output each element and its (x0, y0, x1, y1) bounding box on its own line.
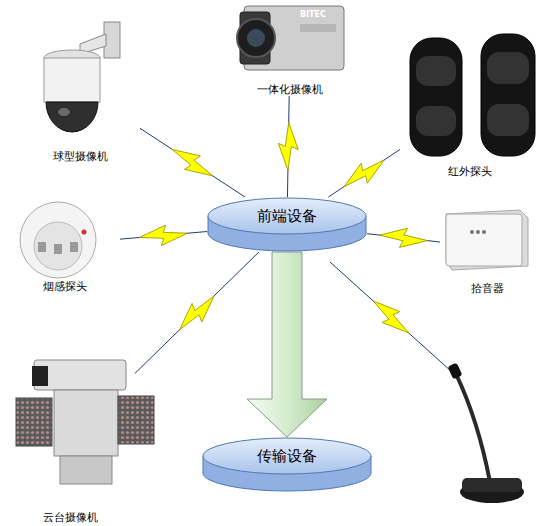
equipment-disc: 传输设备 (202, 437, 372, 492)
ptz-camera-part (60, 456, 112, 484)
lightning-link (278, 96, 298, 197)
microphone-part (373, 301, 409, 333)
link-line (140, 128, 245, 197)
infrared-detector-part (481, 34, 535, 156)
infrared-detector-part (487, 104, 529, 136)
ptz-camera-part (16, 398, 52, 446)
lightning-link (120, 225, 207, 245)
text-holder: 传输设备 (202, 437, 372, 475)
device-node: 一体化摄像机 (232, 0, 348, 96)
link-line (135, 252, 259, 373)
ptz-camera-part (118, 396, 154, 444)
disc-outline-part (203, 438, 371, 474)
text-holder: 前端设备 (207, 197, 367, 235)
link-line (328, 149, 400, 197)
text-holder: 红外探头 (400, 165, 540, 178)
device-label: 红外探头 (448, 165, 492, 178)
smoke-detector-part (82, 230, 87, 235)
ptz-camera-part (54, 390, 118, 456)
block-arrow (247, 252, 327, 437)
lightning-bolt (180, 296, 214, 330)
sound-pickup-part (482, 230, 486, 234)
microphone-part (462, 478, 522, 492)
dome-camera (44, 22, 120, 132)
smoke-detector-part (20, 202, 96, 278)
sound-pickup (446, 210, 528, 270)
smoke-detector-part (70, 242, 78, 252)
lightning-bolt (140, 225, 188, 245)
lightning-link (140, 128, 245, 197)
equipment-name: 传输设备 (257, 447, 317, 465)
device-node: 云台摄像机 (5, 350, 135, 524)
sound-pickup-part (446, 210, 528, 270)
sound-pickup-part (446, 214, 522, 266)
infrared-detector-part (410, 38, 462, 156)
equipment-disc: 前端设备 (207, 197, 367, 252)
smoke-detector-part (38, 242, 46, 252)
smoke-detector-part (34, 222, 82, 270)
infrared-detector-part (416, 106, 456, 136)
lightning-bolt (278, 123, 298, 171)
sound-pickup-part (476, 230, 480, 234)
brand-label: BITEC (300, 10, 326, 19)
box-camera-part (300, 24, 336, 32)
microphone-part (448, 363, 463, 380)
dome-camera-part (58, 108, 70, 116)
microphone-part (456, 374, 490, 482)
box-camera (237, 6, 344, 70)
ptz-camera-part (32, 366, 48, 386)
lightning-bolt (172, 149, 212, 175)
disc-outline-part (208, 198, 366, 234)
smoke-detector-part (54, 244, 62, 254)
box-camera-part (237, 19, 275, 57)
dome-camera-part (46, 102, 98, 132)
text-holder: 云台摄像机 (5, 511, 135, 524)
smoke-detector (20, 202, 96, 278)
infrared-detector-part (416, 56, 456, 86)
lightning-bolt (344, 160, 384, 187)
device-node: 烟感探头 (10, 195, 120, 293)
lightning-link (135, 252, 259, 373)
lightning-bolt (380, 228, 428, 247)
text-holder: 烟感探头 (10, 280, 120, 293)
device-node: 拾音器 (440, 200, 535, 295)
ptz-camera (16, 360, 154, 484)
device-label: 一体化摄像机 (257, 83, 323, 96)
device-label: 烟感探头 (43, 280, 87, 293)
text-holder: 一体化摄像机 (232, 83, 348, 96)
device-node: 红外探头 (400, 28, 540, 178)
text-holder: 球型摄像机 (20, 150, 140, 163)
infrared-detector (410, 34, 535, 156)
device-label: 拾音器 (471, 282, 504, 295)
microphone-part (330, 262, 452, 372)
flow-arrow (247, 252, 327, 437)
lightning-link (367, 228, 440, 247)
sound-pickup-part (470, 230, 474, 234)
device-label: 球型摄像机 (53, 150, 108, 163)
lightning-link (328, 149, 400, 197)
device-label: 云台摄像机 (43, 511, 98, 524)
text-holder: 拾音器 (440, 282, 535, 295)
device-node: 球型摄像机 (20, 15, 140, 163)
equipment-name: 前端设备 (257, 207, 317, 225)
box-camera-part (247, 29, 265, 47)
infrared-detector-part (487, 52, 529, 84)
dome-camera-part (44, 58, 100, 102)
